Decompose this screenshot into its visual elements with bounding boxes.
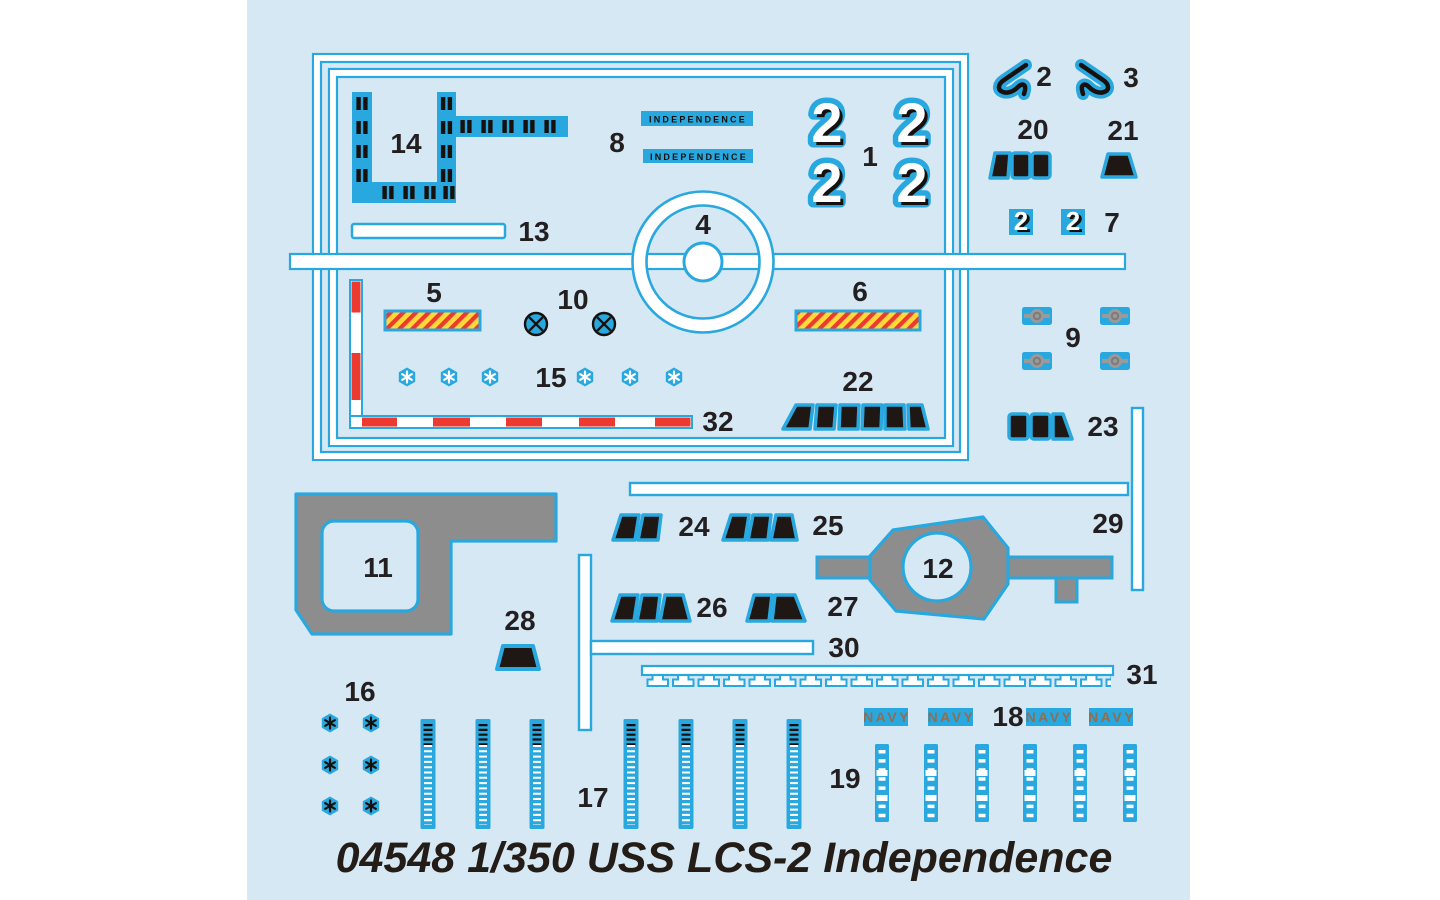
part-label-22: 22 [842,366,873,397]
part-label-20: 20 [1017,114,1048,145]
part-label-4: 4 [695,209,711,240]
svg-text:2: 2 [1069,208,1083,238]
part-29-white-strips [628,406,1145,592]
part-label-12: 12 [922,553,953,584]
navy-text: NAVY [1026,709,1074,725]
part-12-gray-key-piece [815,515,1114,621]
part-28-window [495,644,541,671]
part-26-window-group [610,593,692,623]
part-label-31: 31 [1126,659,1157,690]
part-label-9: 9 [1065,322,1081,353]
part-13-white-strip [350,222,507,240]
svg-text:2: 2 [896,151,927,214]
part-1-hull-numbers-large: 2 2 2 2 2 2 2 2 2 2 2 2 [806,86,933,220]
part-20-window-group [988,151,1052,180]
part-31-comb-strip [640,664,1115,688]
part-label-29: 29 [1092,508,1123,539]
part-label-18: 18 [992,701,1023,732]
part-label-15: 15 [535,362,566,393]
hull-number-2: 2 2 2 [806,86,848,160]
part-label-21: 21 [1107,115,1138,146]
svg-text:2: 2 [811,91,842,154]
part-label-32: 32 [702,406,733,437]
navy-text: NAVY [928,709,976,725]
svg-text:2: 2 [896,91,927,154]
part-10-crossed-circle [591,311,617,337]
part-label-10: 10 [557,284,588,315]
navy-text: NAVY [1088,709,1136,725]
part-label-19: 19 [829,763,860,794]
part-4-landing-circle [631,190,775,334]
part-label-26: 26 [696,592,727,623]
part-label-7: 7 [1104,207,1120,238]
part-14-deck-edge-strip [352,92,568,203]
part-11-gray-deck [294,492,558,636]
part-label-30: 30 [828,632,859,663]
hull-number-2: 2 2 2 [891,146,933,220]
part-label-24: 24 [678,511,710,542]
svg-text:2: 2 [1017,208,1031,238]
svg-text:2: 2 [896,91,927,154]
svg-text:2: 2 [811,151,842,214]
part-24-window-group [611,513,663,542]
part-label-5: 5 [426,277,442,308]
part-label-11: 11 [363,552,393,583]
part-8-name-decals: INDEPENDENCE INDEPENDENCE [641,111,753,163]
part-label-25: 25 [812,510,843,541]
svg-text:2: 2 [1066,206,1080,236]
part-7-hull-numbers-small: 2 2 2 2 [1009,206,1085,238]
part-30-white-strips [577,553,815,732]
part-6-hazard-strip [794,309,922,332]
svg-text:2: 2 [811,151,842,214]
part-18-navy-decals: NAVY NAVY NAVY NAVY [863,708,1136,726]
svg-text:2: 2 [811,91,842,154]
part-23-window-group [1007,412,1074,441]
part-label-23: 23 [1087,411,1118,442]
svg-text:2: 2 [1014,206,1028,236]
sheet-title: 04548 1/350 USS LCS-2 Independence [336,834,1113,882]
svg-text:2: 2 [814,94,845,157]
part-21-window [1100,152,1138,179]
center-dot [682,241,724,283]
ship-name-text: INDEPENDENCE [649,115,747,125]
part-label-6: 6 [852,276,868,307]
part-label-28: 28 [504,605,535,636]
part-5-hazard-strip [383,309,482,332]
part-label-1: 1 [862,141,878,172]
part-label-17: 17 [577,782,608,813]
svg-text:2: 2 [896,151,927,214]
part-label-2: 2 [1036,61,1052,92]
part-32-striped-bar [349,279,693,429]
svg-text:2: 2 [814,154,845,217]
part-10-crossed-circle [523,311,549,337]
part-label-3: 3 [1123,62,1139,93]
part-27-window-group [745,593,807,623]
part-label-8: 8 [609,127,625,158]
navy-text: NAVY [863,709,911,725]
hull-number-2: 2 2 2 [806,146,848,220]
part-label-27: 27 [827,591,858,622]
part-label-16: 16 [344,676,375,707]
hull-number-2: 2 2 2 [891,86,933,160]
part-label-13: 13 [518,216,549,247]
svg-text:2: 2 [899,94,930,157]
part-label-14: 14 [390,128,422,159]
part-22-window-band [781,403,930,431]
ship-name-text: INDEPENDENCE [650,152,748,162]
svg-text:2: 2 [899,154,930,217]
part-25-window-group [721,513,799,542]
